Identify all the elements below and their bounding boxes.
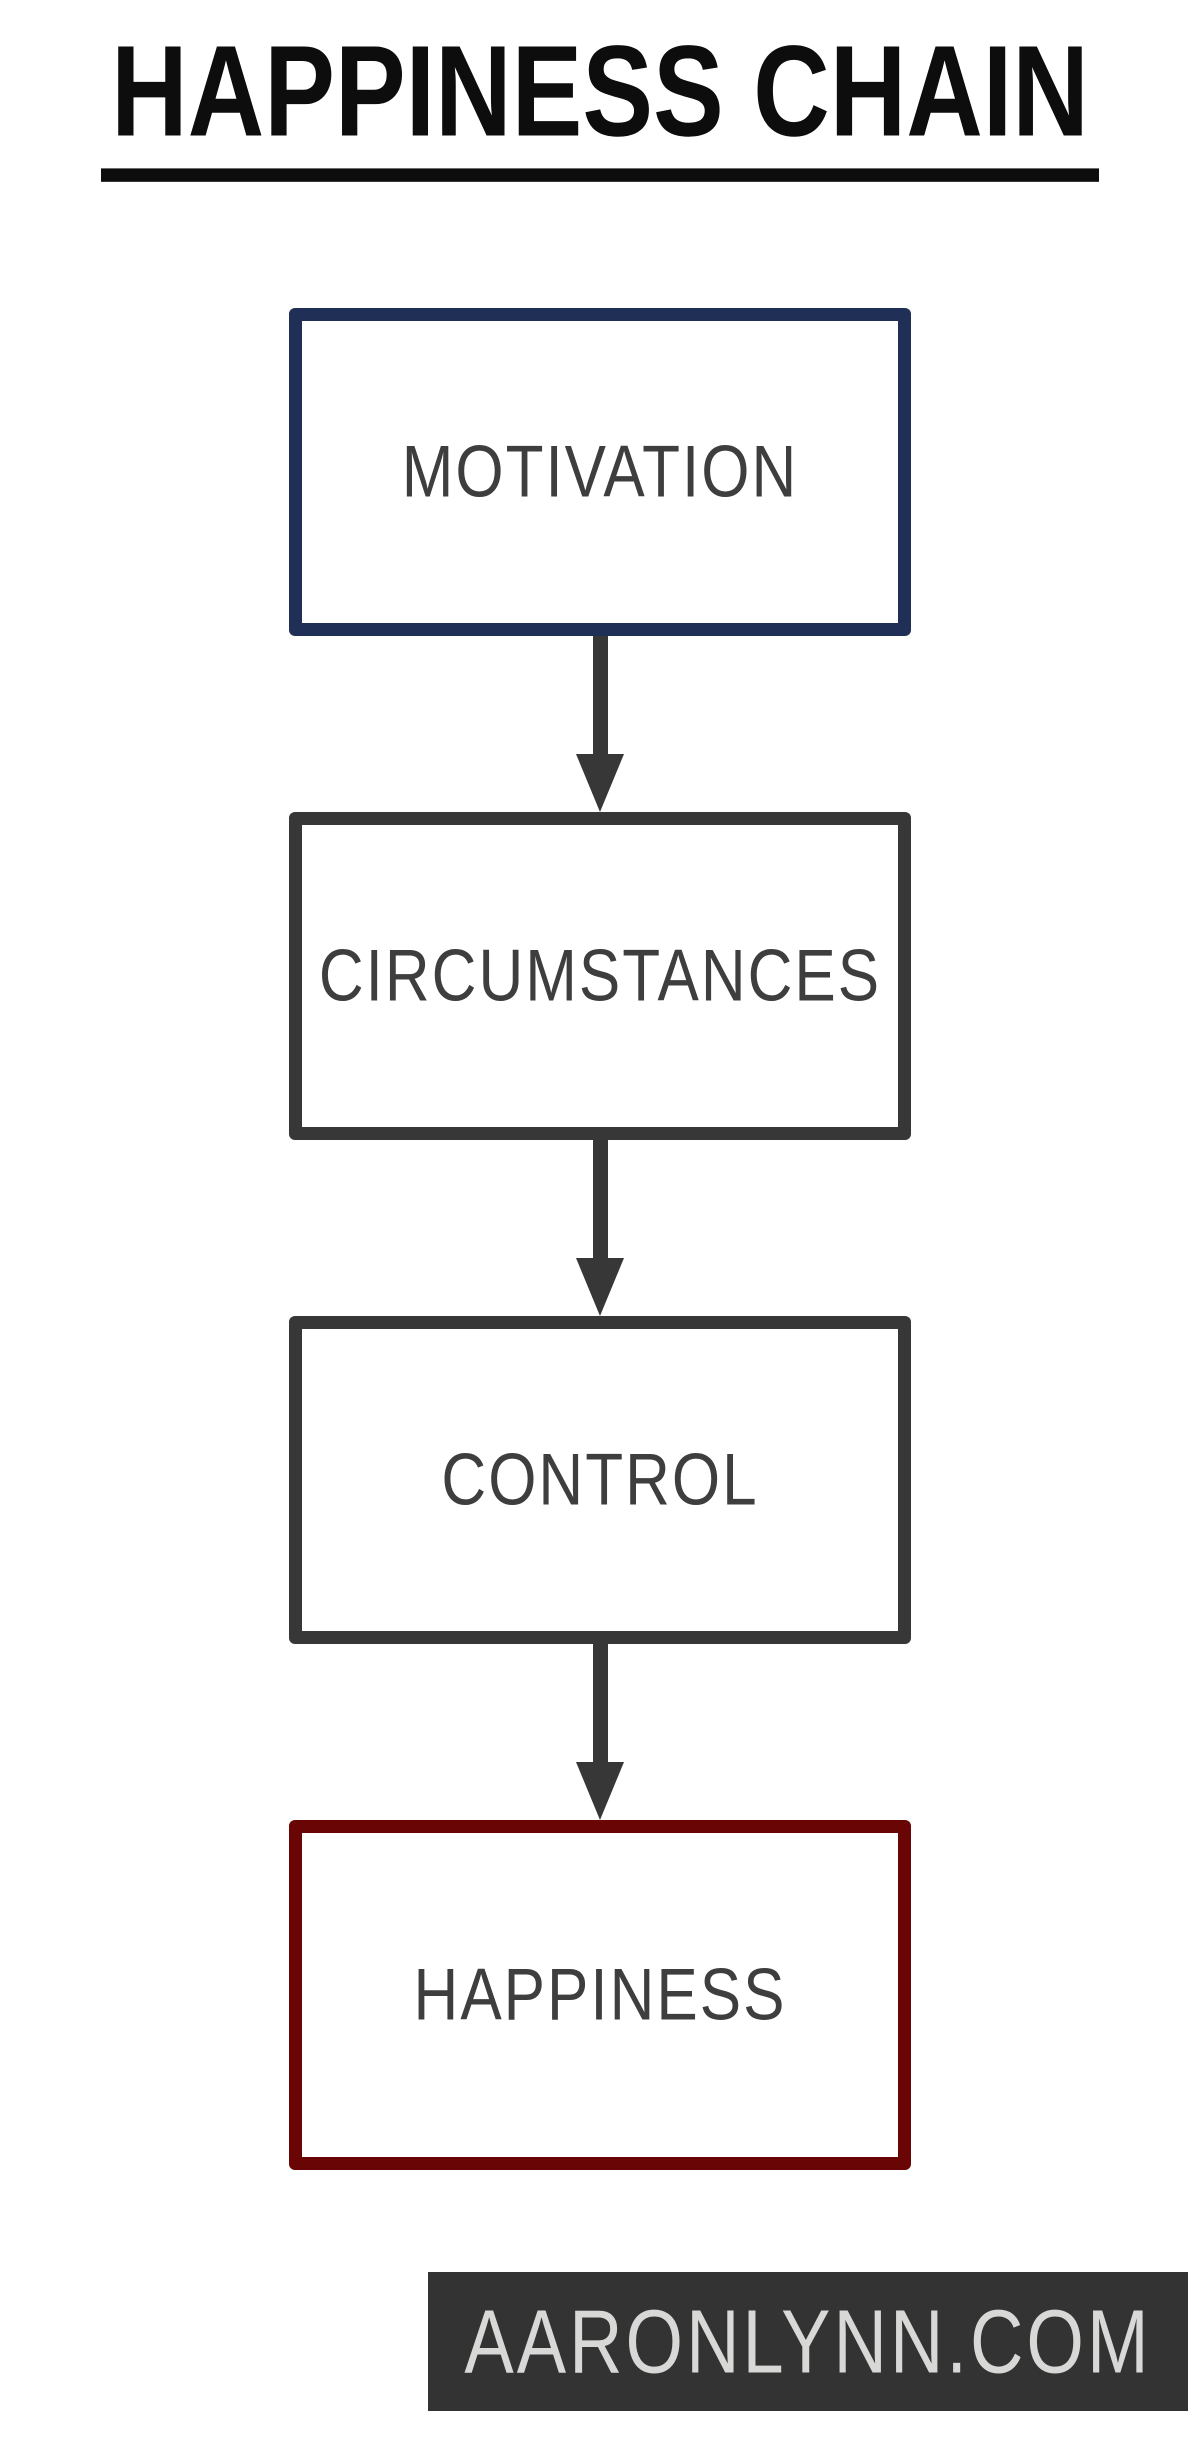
arrow-stem	[592, 1140, 608, 1258]
arrow-head	[576, 754, 624, 812]
arrow-down-icon	[576, 1140, 624, 1316]
flow-node-circumstances: CIRCUMSTANCES	[289, 812, 911, 1140]
flow-node-happiness: HAPPINESS	[289, 1820, 911, 2170]
flow-node-label: MOTIVATION	[401, 431, 799, 513]
watermark-url-label: AARONLYNN.COM	[464, 2290, 1152, 2393]
arrow-stem	[592, 636, 608, 754]
arrow-stem	[592, 1644, 608, 1762]
arrow-head	[576, 1258, 624, 1316]
flow-node-label: CIRCUMSTANCES	[318, 935, 882, 1017]
flow-node-motivation: MOTIVATION	[289, 308, 911, 636]
page-title: HAPPINESS CHAIN	[101, 21, 1099, 183]
flow-node-label: CONTROL	[441, 1439, 759, 1521]
title-section: HAPPINESS CHAIN	[0, 21, 1200, 183]
arrow-head	[576, 1762, 624, 1820]
watermark-bar: AARONLYNN.COM	[428, 2272, 1188, 2411]
flow-node-label: HAPPINESS	[413, 1954, 787, 2036]
happiness-chain-flowchart: MOTIVATION CIRCUMSTANCES CONTROL HAPPINE…	[289, 308, 911, 2170]
flow-node-control: CONTROL	[289, 1316, 911, 1644]
arrow-down-icon	[576, 1644, 624, 1820]
arrow-down-icon	[576, 636, 624, 812]
